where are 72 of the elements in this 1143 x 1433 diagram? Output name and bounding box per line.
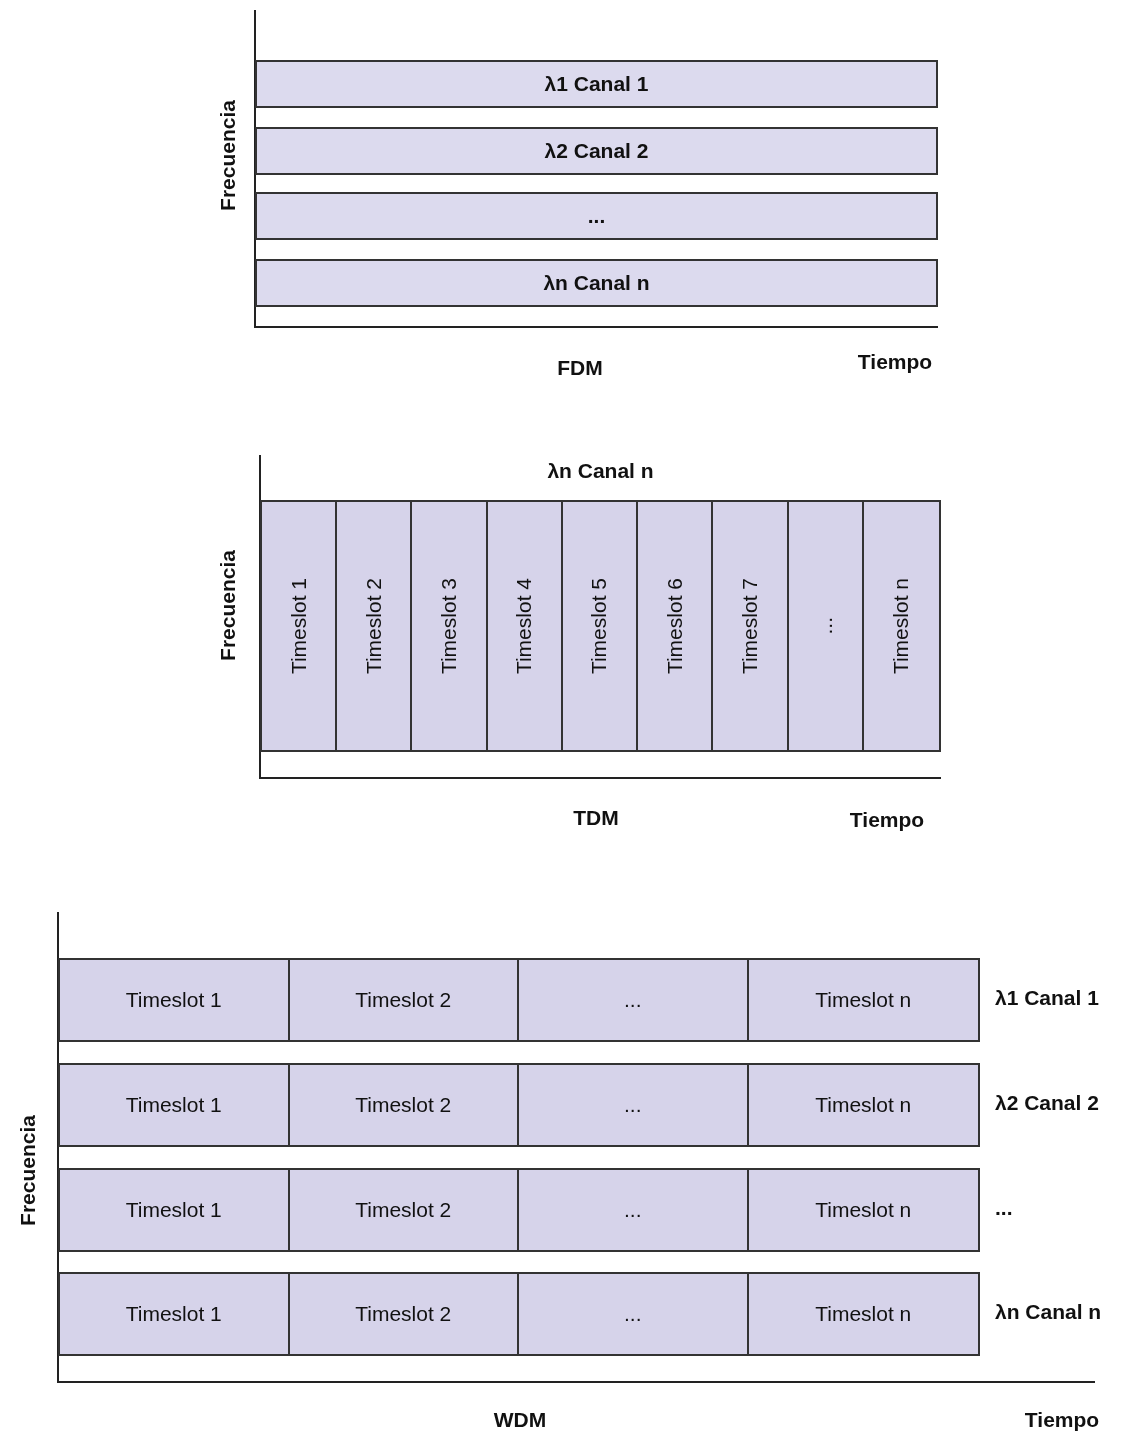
timeslot-cell <box>289 1065 519 1145</box>
timeslot-cell <box>60 960 290 1040</box>
timeslot-label: Timeslot 2 <box>361 577 386 675</box>
timeslot-label: ... <box>624 1093 642 1117</box>
timeslot-cell <box>562 502 639 750</box>
timeslot-cell <box>289 960 519 1040</box>
timeslot-cell <box>748 1170 978 1250</box>
timeslot-label: Timeslot 6 <box>662 577 687 675</box>
timeslot-cell <box>638 502 714 750</box>
timeslot-cell <box>788 502 864 750</box>
channel-label: λn Canal n <box>546 459 655 483</box>
timeslot-label: Timeslot n <box>889 577 914 675</box>
timeslot-cell <box>289 1274 519 1354</box>
timeslot-label: Timeslot n <box>815 1198 912 1222</box>
timeslot-label: Timeslot n <box>815 1302 912 1326</box>
channel-label: ... <box>995 1196 1013 1220</box>
axis-label: Tiempo <box>849 808 925 832</box>
axis-label: Frecuencia <box>216 549 240 661</box>
timeslot-cell <box>60 1274 290 1354</box>
timeslot-label: Timeslot 5 <box>587 577 612 675</box>
channel-label: λ2 Canal 2 <box>544 139 649 163</box>
timeslot-label: Timeslot 1 <box>125 988 222 1012</box>
timeslot-cell <box>519 1065 749 1145</box>
timeslot-cell <box>748 960 978 1040</box>
timeslot-cell <box>289 1170 519 1250</box>
timeslot-cell <box>337 502 413 750</box>
timeslot-label: Timeslot 7 <box>737 577 762 675</box>
timeslot-label: ... <box>624 1302 642 1326</box>
timeslot-cell <box>748 1274 978 1354</box>
timeslot-cell <box>60 1065 290 1145</box>
timeslot-label: Timeslot n <box>815 1093 912 1117</box>
axis-label: TDM <box>573 806 619 830</box>
channel-band <box>255 192 938 240</box>
channel-label: λ1 Canal 1 <box>995 986 1099 1010</box>
timeslot-cell <box>519 1170 749 1250</box>
channel-label: λn Canal n <box>543 271 650 295</box>
channel-band <box>255 259 938 307</box>
axis-label: WDM <box>493 1408 547 1432</box>
timeslot-cell <box>262 502 338 750</box>
channel-label: λn Canal n <box>995 1300 1102 1324</box>
channel-band <box>255 127 938 175</box>
timeslot-cell <box>487 502 563 750</box>
channel-label: ... <box>587 204 606 228</box>
timeslot-label: Timeslot n <box>815 988 912 1012</box>
timeslot-label: Timeslot 2 <box>355 1093 452 1117</box>
timeslot-label: Timeslot 2 <box>355 988 452 1012</box>
channel-label: λ1 Canal 1 <box>544 72 649 96</box>
timeslot-cell <box>60 1170 290 1250</box>
timeslot-label: Timeslot 2 <box>355 1198 452 1222</box>
timeslot-cell <box>412 502 488 750</box>
axis-label: Tiempo <box>857 350 933 374</box>
axis-label: Frecuencia <box>216 99 240 211</box>
timeslot-label: Timeslot 1 <box>125 1198 222 1222</box>
timeslot-label: Timeslot 4 <box>512 577 537 675</box>
timeslot-label: Timeslot 1 <box>286 577 311 675</box>
timeslot-label: ... <box>813 617 838 635</box>
timeslot-label: Timeslot 1 <box>125 1093 222 1117</box>
channel-band <box>255 60 938 108</box>
axis-label: Frecuencia <box>16 1114 40 1226</box>
axis-label: FDM <box>557 356 603 380</box>
timeslot-cell <box>748 1065 978 1145</box>
timeslot-label: Timeslot 3 <box>437 577 462 675</box>
channel-label: λ2 Canal 2 <box>995 1091 1099 1115</box>
timeslot-label: Timeslot 2 <box>355 1302 452 1326</box>
timeslot-cell <box>519 960 749 1040</box>
timeslot-label: ... <box>624 1198 642 1222</box>
timeslot-cell <box>863 502 939 750</box>
timeslot-cell <box>519 1274 749 1354</box>
timeslot-label: ... <box>624 988 642 1012</box>
axis-label: Tiempo <box>1024 1408 1100 1432</box>
timeslot-cell <box>713 502 789 750</box>
timeslot-label: Timeslot 1 <box>125 1302 222 1326</box>
